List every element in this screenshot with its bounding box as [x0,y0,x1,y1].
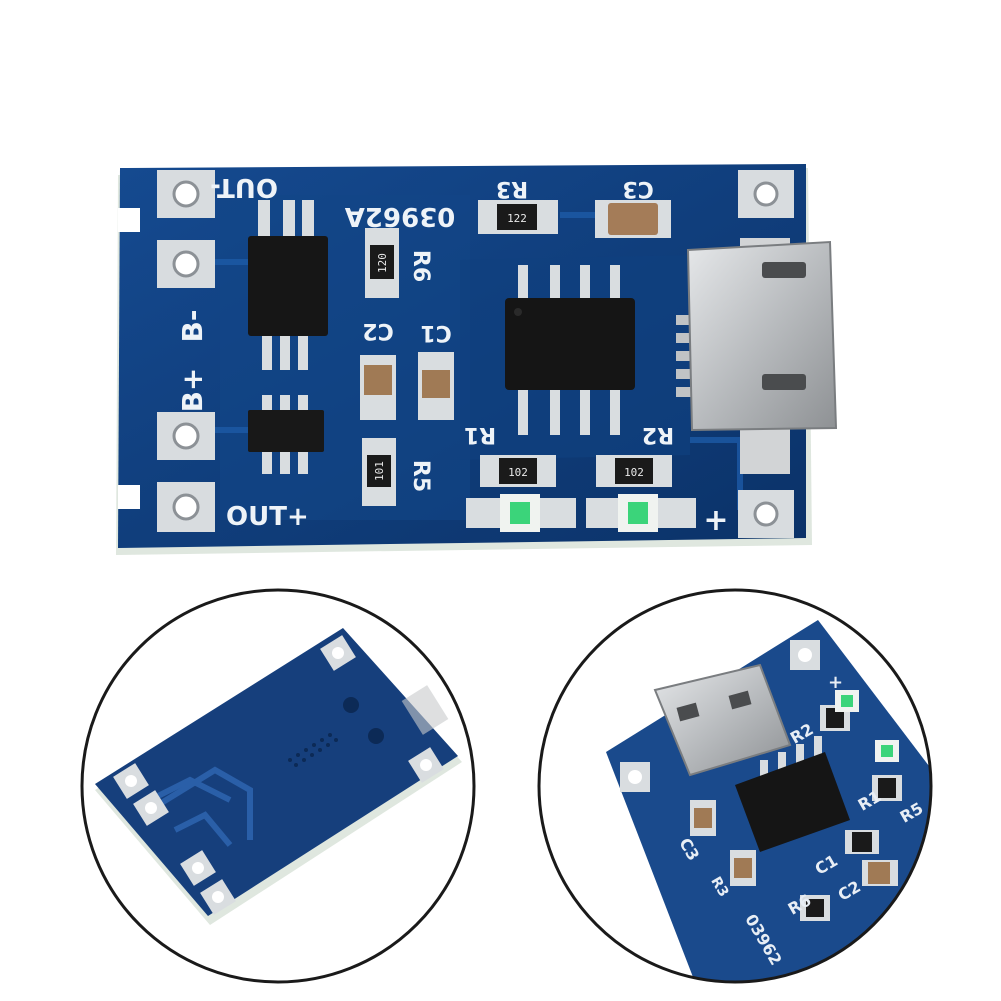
resistor-r5: 101 [362,438,396,506]
protection-ic [248,395,324,474]
label-c2: C2 [362,318,393,343]
resistor-r2: 102 [596,455,672,487]
r2-code: 102 [624,466,644,479]
capacitor-c3 [595,200,671,238]
charger-ic [505,265,635,435]
label-b-minus: B- [176,310,209,343]
label-plus: + [703,503,728,538]
label-out-plus: OUT+ [226,502,309,532]
right-pads [738,170,794,538]
inset-right-border [537,588,933,984]
board-notch-top [118,208,140,232]
label-r1: R1 [464,422,496,447]
r6-code: 120 [376,253,389,273]
r5-code: 101 [373,461,386,481]
mosfet-chip [248,200,328,370]
label-c1: C1 [420,320,451,345]
resistor-r1: 102 [480,455,556,487]
label-b-plus: B+ [176,368,209,413]
label-out-minus: OUT- [210,172,278,202]
led-left [466,494,576,532]
resistor-r6: 120 [365,228,399,298]
resistor-r3: 122 [478,200,558,234]
label-board-code: 03962A [345,201,456,231]
r1-code: 102 [508,466,528,479]
left-pads [157,170,215,532]
main-silkscreen: OUT- OUT+ B- B+ 03962A R3 C3 R6 C2 C1 R5… [176,172,729,538]
label-r5: R5 [408,460,433,492]
inset-front-view: + R2 R1 R5 C3 C1 R3 R6 C2 03962 [537,588,933,984]
label-r3: R3 [496,176,528,201]
label-r2: R2 [642,422,674,447]
r3-code: 122 [507,212,527,225]
led-right [586,494,696,532]
board-notch-bottom [118,485,140,509]
capacitor-c1 [418,352,454,420]
label-c3: C3 [622,176,653,201]
micro-usb-port [676,238,838,474]
inset-label-plus: + [828,672,843,693]
main-board: 120 101 122 [116,164,838,555]
inset-back-view [80,588,476,984]
inset-left-border [80,588,476,984]
label-r6: R6 [408,250,433,282]
capacitor-c2 [360,355,396,420]
